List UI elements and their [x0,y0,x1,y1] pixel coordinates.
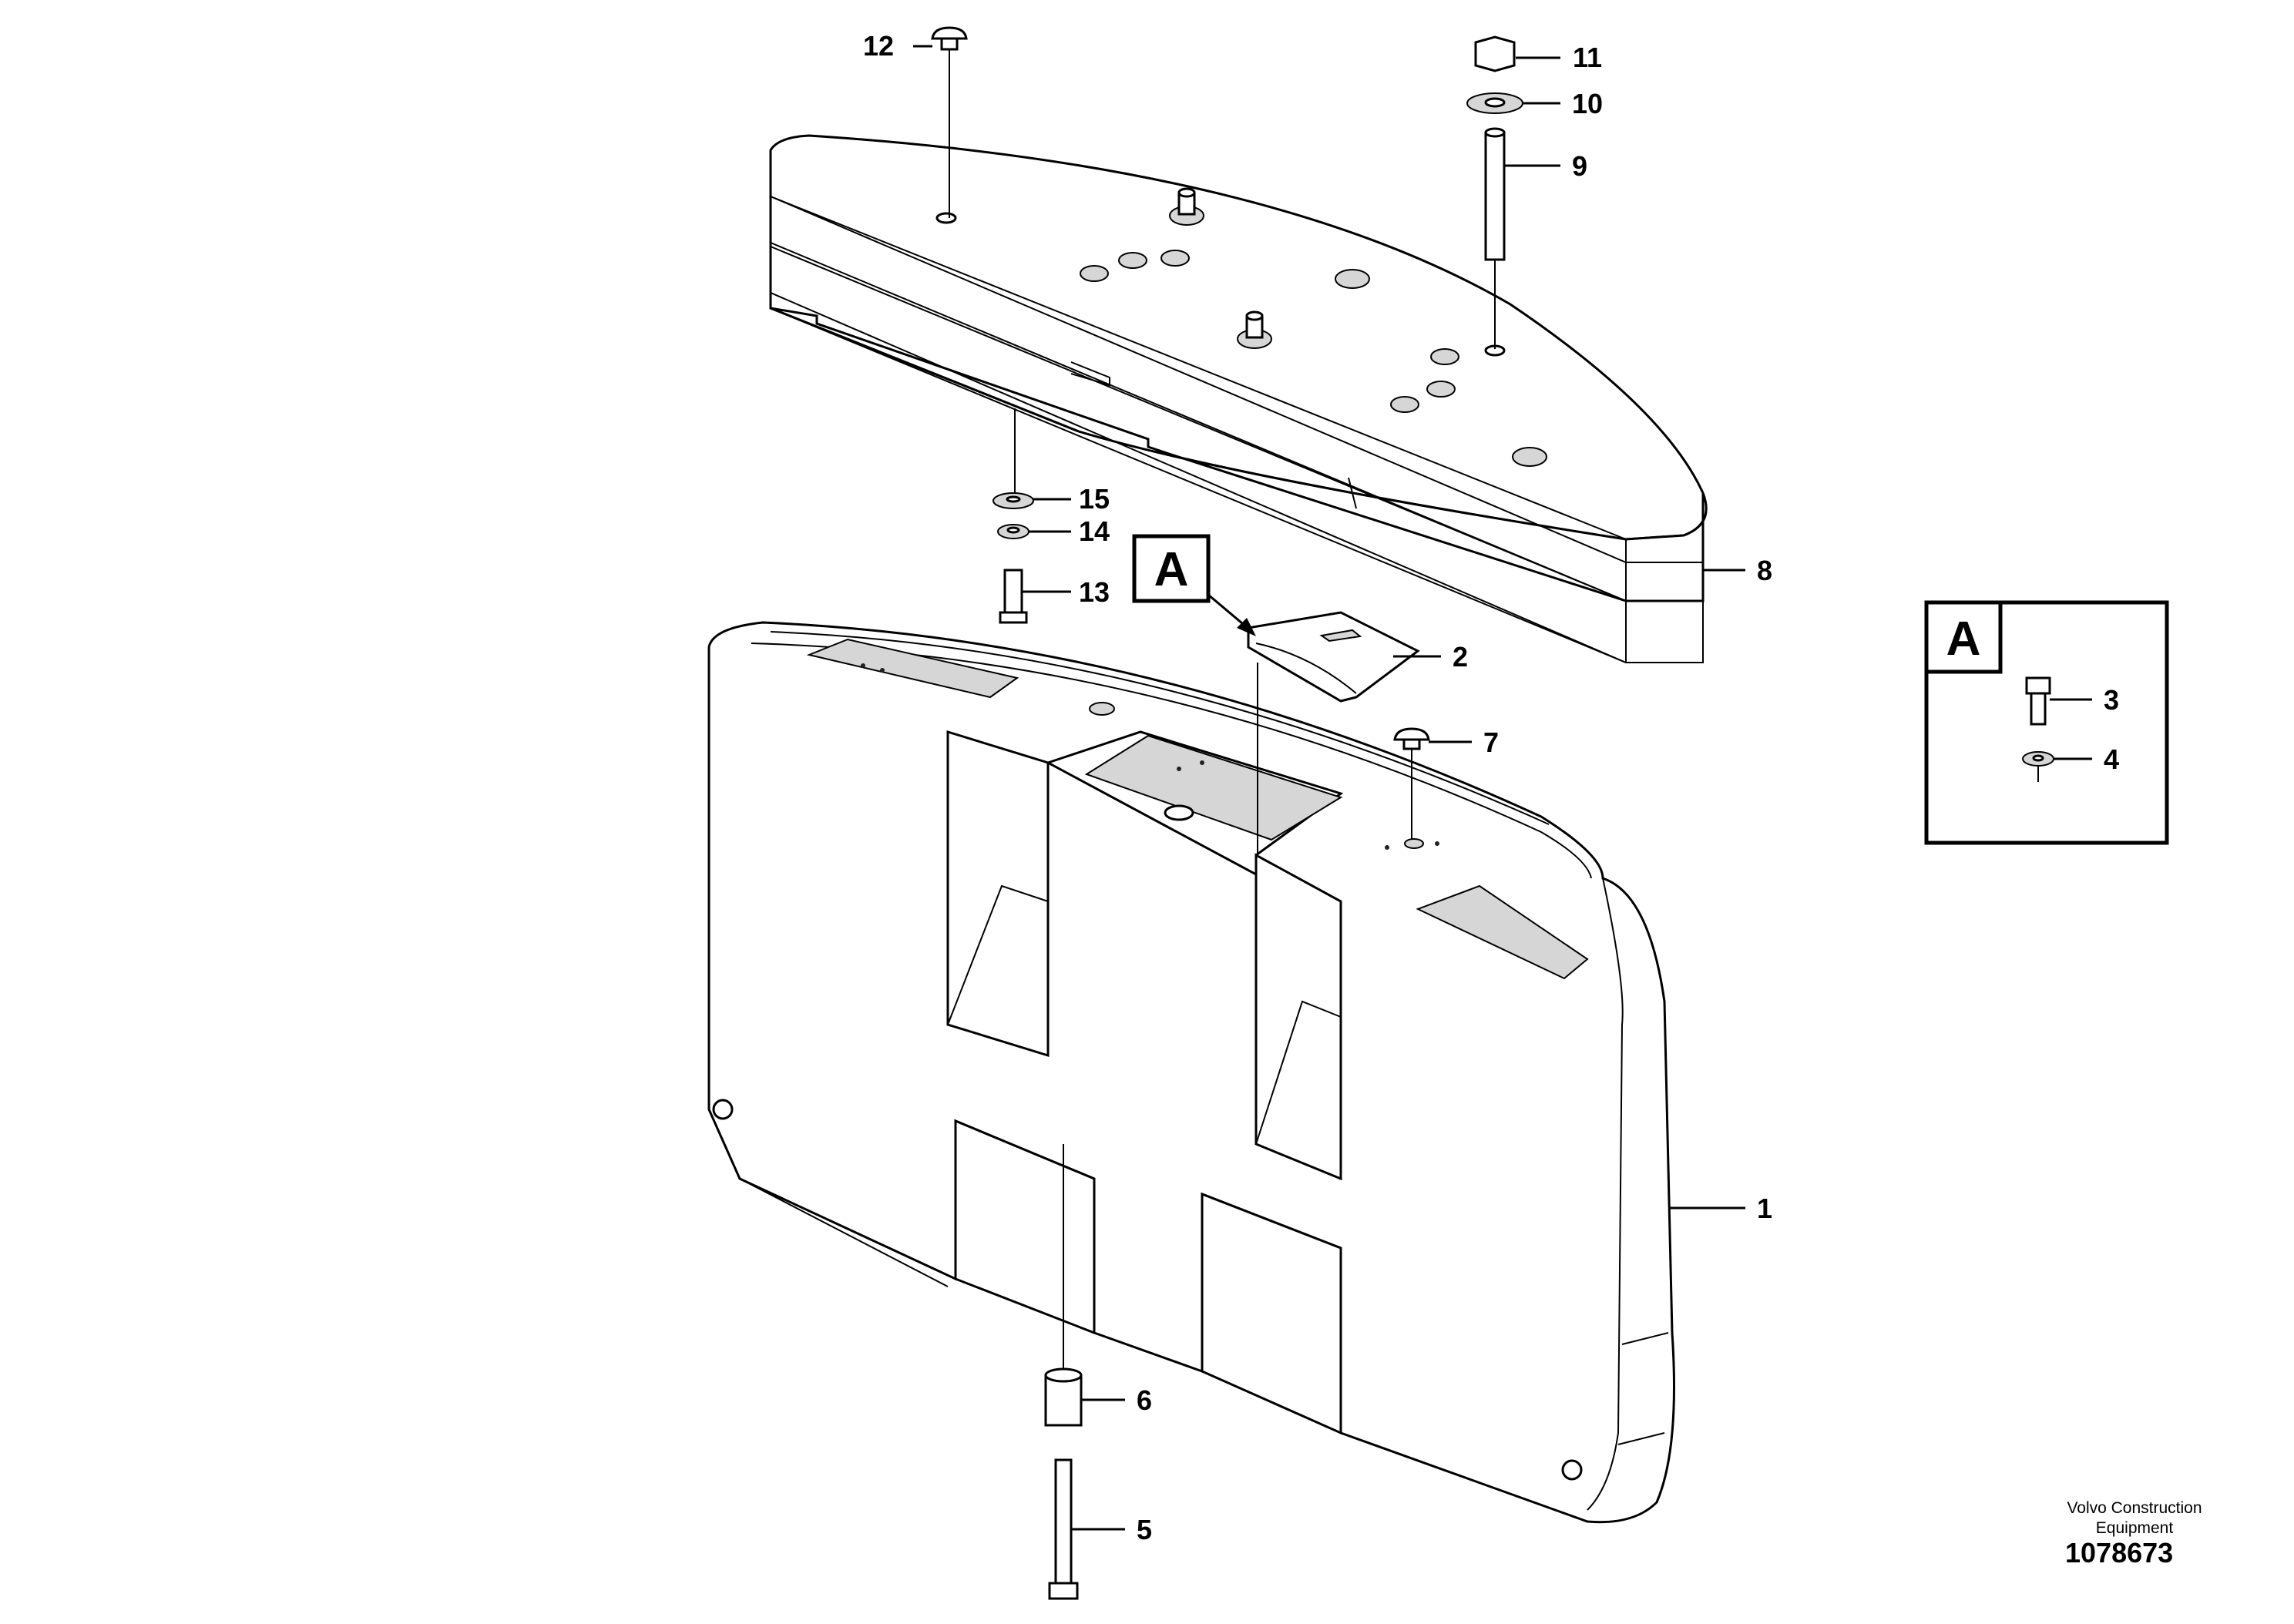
view-marker-a: A [1132,534,1256,636]
part-12-plug [931,26,968,218]
callout-15: 15 [1079,483,1110,515]
callout-10: 10 [1572,88,1603,119]
callout-4: 4 [2104,743,2119,775]
counterweight-top-plate [769,134,1708,663]
callout-14: 14 [1079,515,1110,547]
document-number: 1078673 [2065,1537,2174,1569]
callout-7: 7 [1483,726,1499,758]
part-7-plug [1393,727,1430,849]
callout-8: 8 [1757,555,1772,586]
detail-view-a: A [1924,600,2169,845]
parts-13-14-15-fastener [992,408,1034,624]
callout-2: 2 [1453,641,1468,673]
callout-9: 9 [1572,150,1587,182]
leader-lines [913,45,2092,1531]
manufacturer-caption: Volvo Construction Equipment [2019,1498,2250,1538]
caption-line-2: Equipment [2095,1519,2174,1537]
caption-line-1: Volvo Construction [2067,1499,2202,1517]
view-marker-letter: A [1154,543,1189,596]
counterweight-main-body [707,621,1675,1524]
callout-3: 3 [2104,684,2119,716]
callout-5: 5 [1137,1514,1152,1545]
callout-12: 12 [863,30,894,62]
callout-labels: 12 11 10 9 8 15 14 13 2 7 1 6 5 3 4 [863,30,2119,1545]
parts-9-10-11-fastener [1466,35,1523,349]
callout-13: 13 [1079,576,1110,608]
detail-view-letter: A [1946,612,1981,666]
part-2-bracket [1247,611,1420,855]
callout-11: 11 [1573,42,1602,73]
callout-1: 1 [1757,1193,1772,1224]
callout-6: 6 [1137,1384,1152,1416]
parts-5-6-fastener [1044,1144,1083,1600]
